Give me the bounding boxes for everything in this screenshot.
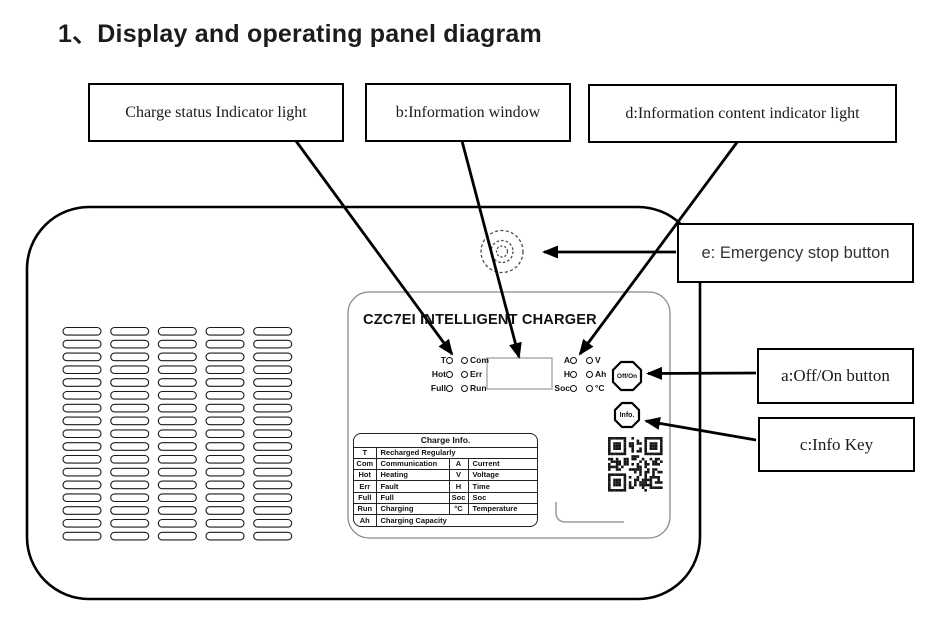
table-key: A (448, 457, 469, 471)
info-key-button-label: Info. (619, 411, 635, 419)
table-value: Fault (375, 480, 450, 493)
line-charge-status (294, 140, 454, 356)
page-title: 1、Display and operating panel diagram (58, 20, 542, 48)
table-key: T (354, 446, 377, 459)
callout-information-window: b:Information window (365, 83, 571, 142)
table-value: Current (467, 457, 537, 471)
indicator-label: V (595, 355, 601, 365)
line-info-content (578, 140, 740, 356)
off-on-button: Off/On (612, 361, 642, 391)
indicator-light (446, 356, 453, 364)
indicator-row: Full Run (419, 381, 502, 395)
indicator-label: Soc (554, 383, 570, 393)
line-off-on (646, 366, 757, 380)
indicator-light (461, 384, 468, 392)
indicator-light (570, 370, 577, 378)
callout-info-key-label: c:Info Key (799, 434, 874, 454)
indicator-row: Hot Err (419, 367, 502, 381)
indicator-label: Full (430, 383, 446, 393)
table-key: Soc (448, 491, 469, 504)
off-on-button-shape (611, 360, 643, 392)
table-header-row: Charge Info. (354, 434, 537, 448)
indicator-light (586, 384, 593, 392)
indicator-light (461, 370, 468, 378)
table-row: Full Full Soc Soc (354, 491, 537, 504)
indicator-light (570, 384, 577, 392)
table-value: Recharged Regularly (375, 446, 537, 459)
callout-lines (294, 140, 757, 442)
table-header: Charge Info. (354, 434, 537, 448)
table-row: T Recharged Regularly (354, 446, 537, 459)
table-key: Hot (354, 469, 377, 482)
indicator-light (461, 356, 468, 364)
indicator-label: Run (470, 383, 487, 393)
table-key: Err (354, 480, 377, 493)
table-key: V (448, 469, 469, 482)
information-content-indicators: A V H Ah Soc °C (545, 353, 623, 395)
indicator-label: °C (595, 383, 605, 393)
table-row: Run Charging °C Temperature (354, 502, 537, 516)
charge-info-table: Charge Info. T Recharged Regularly Com C… (353, 433, 538, 527)
callout-off-on-button-label: a:Off/On button (781, 366, 890, 385)
info-key-button: Info. (614, 402, 640, 428)
table-value: Communication (375, 457, 450, 471)
table-value: Soc (467, 491, 537, 504)
callout-off-on-button: a:Off/On button (757, 348, 914, 404)
table-value: Charging Capacity (375, 514, 537, 526)
information-window (486, 357, 553, 390)
callout-info-key: c:Info Key (758, 417, 915, 472)
table-key: °C (448, 502, 469, 516)
callout-information-content-label: d:Information content indicator light (625, 104, 860, 122)
indicator-label: Com (470, 355, 489, 365)
indicator-label: Hot (431, 369, 446, 379)
indicator-row: Soc °C (545, 381, 623, 395)
table-value: Full (375, 491, 450, 504)
line-info-window (460, 140, 522, 359)
indicator-label: A (563, 355, 570, 365)
info-key-shape (613, 401, 641, 429)
label-corner-mark (555, 502, 624, 523)
charger-model-title: CZC7EI INTELLIGENT CHARGER (363, 311, 597, 328)
callout-charge-status: Charge status Indicator light (88, 83, 344, 142)
indicator-label: Ah (595, 369, 607, 379)
callout-information-window-label: b:Information window (395, 103, 541, 121)
indicator-light (586, 356, 593, 364)
qr-code (608, 437, 663, 492)
callout-information-content: d:Information content indicator light (588, 84, 897, 143)
line-info-key (644, 416, 757, 442)
callout-charge-status-label: Charge status Indicator light (125, 103, 307, 121)
table-key: Run (354, 502, 377, 516)
table-key: H (448, 480, 469, 493)
table-key: Com (354, 457, 377, 471)
table-key: Full (354, 491, 377, 504)
off-on-button-label: Off/On (616, 372, 638, 380)
indicator-label: Err (470, 369, 483, 379)
table-row: Err Fault H Time (354, 480, 537, 493)
vent-grille (62, 326, 293, 541)
indicator-light (586, 370, 593, 378)
indicator-row: A V (545, 353, 623, 367)
callout-emergency-stop-label: e: Emergency stop button (701, 243, 890, 262)
table-row: Hot Heating V Voltage (354, 469, 537, 482)
indicator-light (446, 384, 453, 392)
table-value: Time (467, 480, 537, 493)
table-value: Voltage (467, 469, 537, 482)
charge-status-indicators: T Com Hot Err Full Run (419, 353, 502, 395)
table-value: Heating (375, 469, 450, 482)
table-row: Ah Charging Capacity (354, 514, 537, 526)
table-value: Charging (375, 502, 450, 516)
indicator-light (446, 370, 453, 378)
indicator-label: T (440, 355, 446, 365)
indicator-row: T Com (419, 353, 502, 367)
callout-emergency-stop: e: Emergency stop button (677, 223, 914, 283)
table-value: Temperature (467, 502, 537, 516)
table-key: Ah (354, 514, 377, 526)
indicator-row: H Ah (545, 367, 623, 381)
indicator-label: H (563, 369, 570, 379)
indicator-light (570, 356, 577, 364)
table-row: Com Communication A Current (354, 457, 537, 471)
